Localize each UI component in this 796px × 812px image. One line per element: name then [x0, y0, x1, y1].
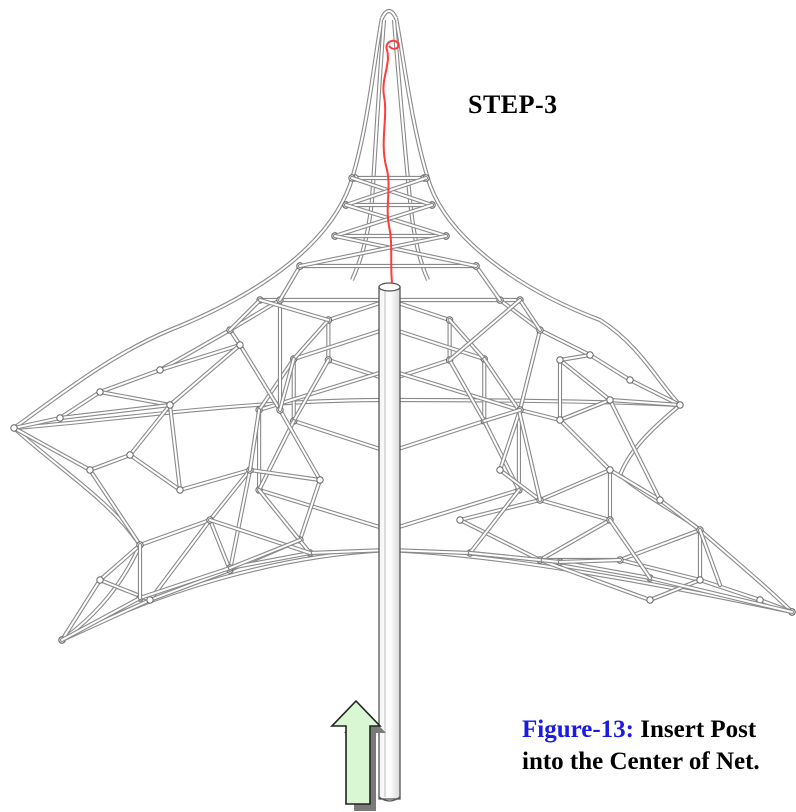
rope-net: [10, 8, 796, 644]
caption-line-1: Insert Post: [634, 716, 757, 743]
pull-string: [382, 39, 400, 284]
figure-caption: Figure-13: Insert Post into the Center o…: [522, 714, 760, 778]
up-arrow-icon: [330, 699, 386, 811]
step-label: STEP-3: [468, 90, 558, 119]
caption-line-2: into the Center of Net.: [522, 748, 760, 775]
center-post: [378, 282, 401, 802]
figure-reference: Figure-13:: [522, 716, 635, 743]
